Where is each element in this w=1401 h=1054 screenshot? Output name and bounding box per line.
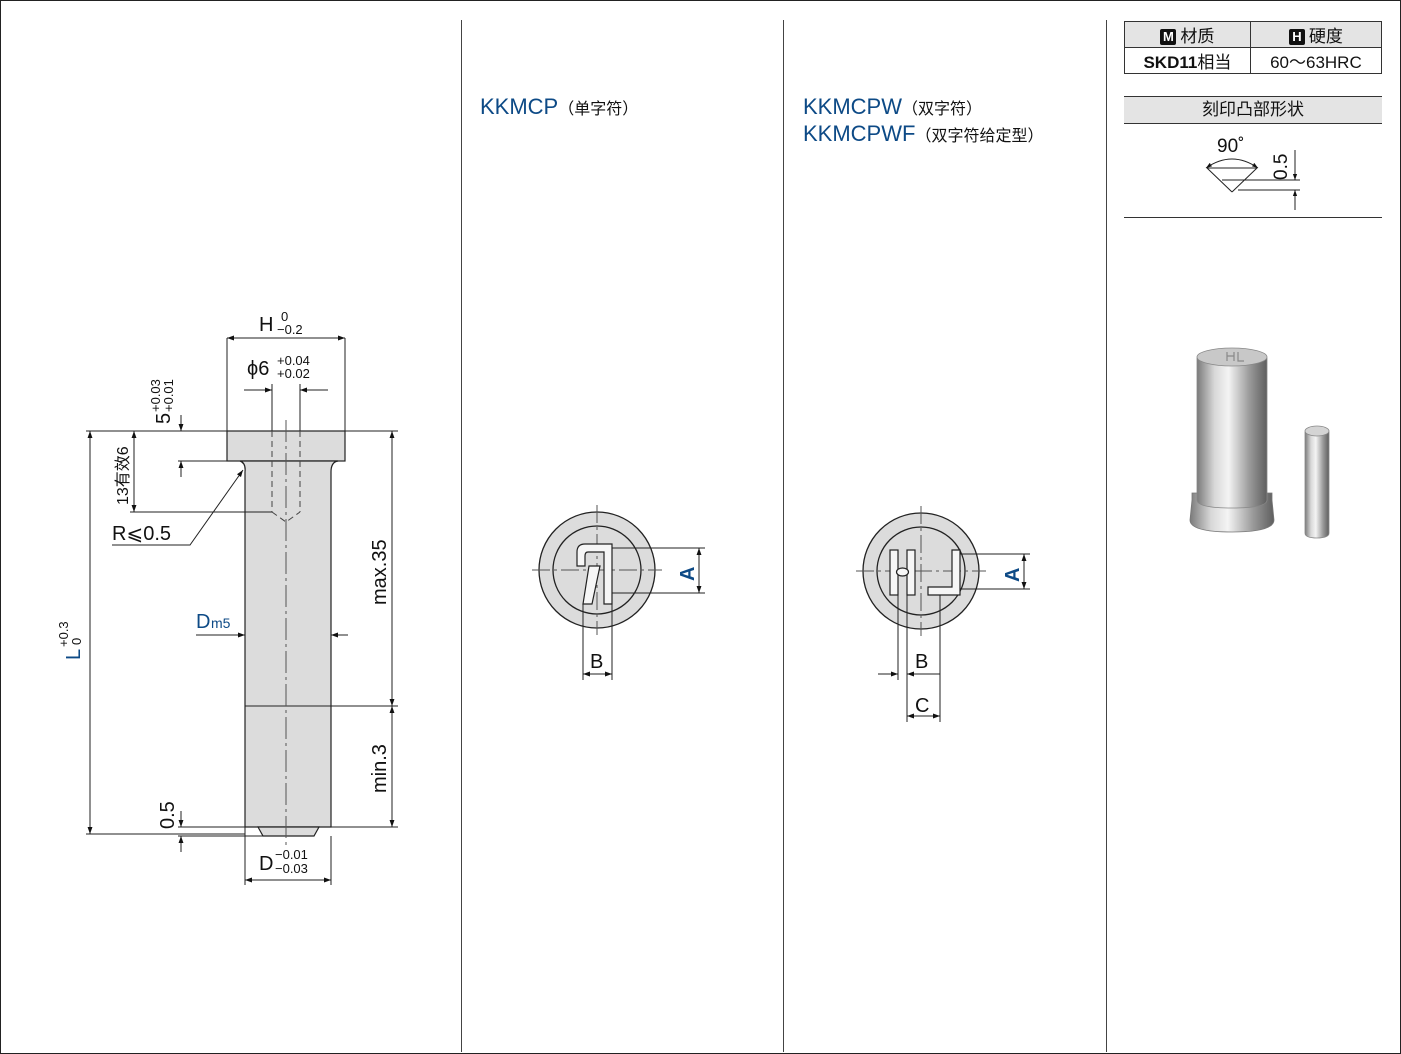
- double-char-model-2: KKMCPWF: [803, 121, 916, 146]
- material-badge: M: [1160, 29, 1177, 45]
- head-width-tol-upper: 0: [281, 309, 288, 324]
- hardness-badge: H: [1288, 29, 1305, 45]
- min-length-label: min.3: [369, 744, 391, 793]
- double-char-title: KKMCPW（双字符） KKMCPWF（双字符给定型）: [803, 95, 1043, 149]
- chamfer-label: 0.5: [157, 801, 179, 829]
- shape-height: 0.5: [1271, 154, 1292, 180]
- head-width-tol-lower: −0.2: [277, 322, 303, 337]
- tip-label: D: [259, 853, 273, 875]
- head-height-tol-lower: +0.01: [161, 379, 176, 412]
- single-dim-b: B: [590, 651, 603, 673]
- column-divider-2: [783, 20, 784, 1052]
- material-value-cell: SKD11相当: [1124, 47, 1251, 74]
- single-dim-a: A: [677, 567, 699, 581]
- length-tol-lower: 0: [69, 638, 84, 645]
- tip-tol-upper: −0.01: [275, 847, 308, 862]
- shape-angle: 90˚: [1217, 136, 1244, 157]
- bore-tol-upper: +0.04: [277, 353, 310, 368]
- single-char-title: KKMCP（单字符）: [480, 95, 638, 122]
- shape-title: 刻印凸部形状: [1124, 96, 1382, 124]
- hardness-value: 60～63HRC: [1249, 47, 1383, 74]
- column-divider-3: [1106, 20, 1107, 1052]
- bore-label: ϕ6: [247, 358, 269, 380]
- character-glyph-j: [927, 549, 961, 596]
- hardness-header: 硬度: [1308, 27, 1343, 46]
- column-divider-1: [461, 20, 462, 1052]
- bore-tol-lower: +0.02: [277, 366, 310, 381]
- double-dim-c: C: [915, 695, 929, 717]
- material-value-suffix: 相当: [1197, 53, 1232, 72]
- max-length-label: max.35: [369, 539, 391, 605]
- fillet-label: R⩽0.5: [112, 523, 171, 545]
- single-char-note: （单字符）: [558, 101, 639, 118]
- tip-tol-lower: −0.03: [275, 861, 308, 876]
- shape-section-bottom: [1124, 217, 1382, 218]
- material-value: SKD11: [1143, 53, 1198, 72]
- double-dim-b: B: [915, 651, 928, 673]
- character-glyph-h: [889, 549, 916, 596]
- emboss-shape-diagram: 90˚ 0.5: [1205, 136, 1300, 210]
- bore-depth-label: 13有效6: [114, 446, 132, 505]
- double-dim-a: A: [1002, 568, 1024, 582]
- single-char-model: KKMCP: [480, 94, 559, 119]
- double-char-note-1: （双字符）: [902, 101, 983, 118]
- diameter-label: D: [196, 611, 210, 633]
- length-label: L: [63, 649, 85, 660]
- head-width-label: H: [259, 314, 273, 336]
- double-char-model-1: KKMCPW: [803, 94, 902, 119]
- punch-dimension-drawing: H 0 −0.2 ϕ6 +0.04 +0.02 5 +0.03 +0.01 13…: [56, 309, 398, 885]
- product-photo: [1189, 347, 1330, 539]
- head-height-tol-upper: +0.03: [148, 379, 163, 412]
- punch-shank: [239, 460, 339, 828]
- double-char-face-view: A B C: [856, 506, 1030, 722]
- diameter-fit: m5: [211, 615, 231, 631]
- length-tol-upper: +0.3: [56, 621, 71, 647]
- punch-tip: [256, 826, 321, 837]
- embossed-mark-icon: [1226, 352, 1244, 362]
- character-glyph: [576, 543, 613, 605]
- material-header: 材质: [1180, 27, 1215, 46]
- single-char-face-view: A B: [532, 505, 705, 680]
- double-char-note-2: （双字符给定型）: [915, 128, 1044, 145]
- head-height-label: 5: [153, 413, 175, 424]
